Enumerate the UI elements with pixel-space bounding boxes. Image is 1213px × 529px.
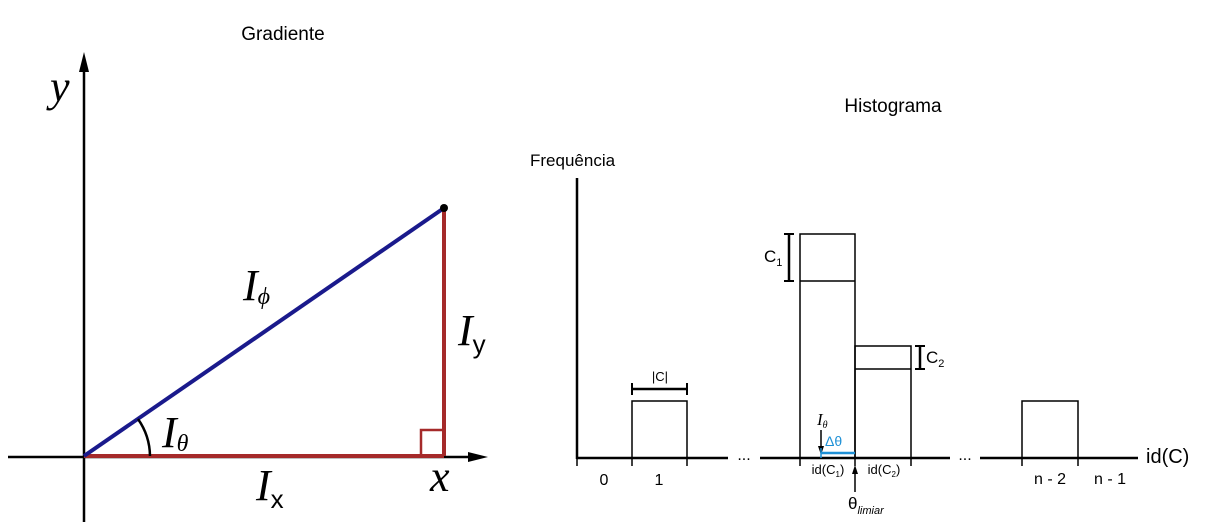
histogram-bar-1 — [631, 400, 688, 459]
i-theta-label: Iθ — [816, 410, 828, 431]
tick-label-id-c1: id(C1) — [812, 462, 845, 479]
bin-width-label: |C| — [652, 369, 668, 384]
tick-label-id-c2: id(C2) — [868, 462, 901, 479]
delta-theta-label: Δθ — [825, 433, 842, 449]
right-angle-marker — [419, 428, 444, 456]
histogram-bar-n-2 — [1021, 400, 1079, 459]
x-axis-label: x — [429, 452, 450, 501]
hypotenuse — [82, 206, 446, 458]
gradient-diagram: Gradiente y x Iϕ Iy Ix Iθ — [8, 24, 488, 522]
c2-label: C2 — [926, 348, 944, 370]
horizontal-leg-label: Ix — [255, 461, 284, 514]
id-axis-ticks — [576, 458, 1079, 466]
y-axis-arrowhead — [79, 52, 89, 72]
id-axis-label: id(C) — [1146, 446, 1189, 468]
tick-label-n-1: n - 1 — [1094, 471, 1126, 488]
threshold-label: θlimiar — [848, 494, 885, 517]
angle-arc — [136, 418, 152, 457]
tick-label-0: 0 — [600, 472, 609, 489]
tick-label-1: 1 — [655, 472, 664, 489]
vertical-leg-label: Iy — [457, 306, 486, 359]
tick-label-n-2: n - 2 — [1034, 471, 1066, 488]
histogram-diagram: Histograma Frequência id(C) ... ... — [530, 96, 1189, 517]
y-axis-label: y — [46, 62, 70, 111]
c1-label: C1 — [764, 247, 782, 269]
x-axis-arrowhead — [468, 452, 488, 462]
hypotenuse-label: Iϕ — [242, 261, 270, 310]
gradient-title: Gradiente — [241, 24, 324, 45]
vector-endpoint — [440, 204, 448, 212]
histogram-title: Histograma — [844, 96, 942, 117]
angle-label: Iθ — [161, 408, 189, 457]
ellipsis-1: ... — [737, 447, 750, 464]
frequency-axis-label: Frequência — [530, 151, 616, 170]
histogram-bar-c2 — [854, 345, 912, 459]
ellipsis-2: ... — [958, 447, 971, 464]
